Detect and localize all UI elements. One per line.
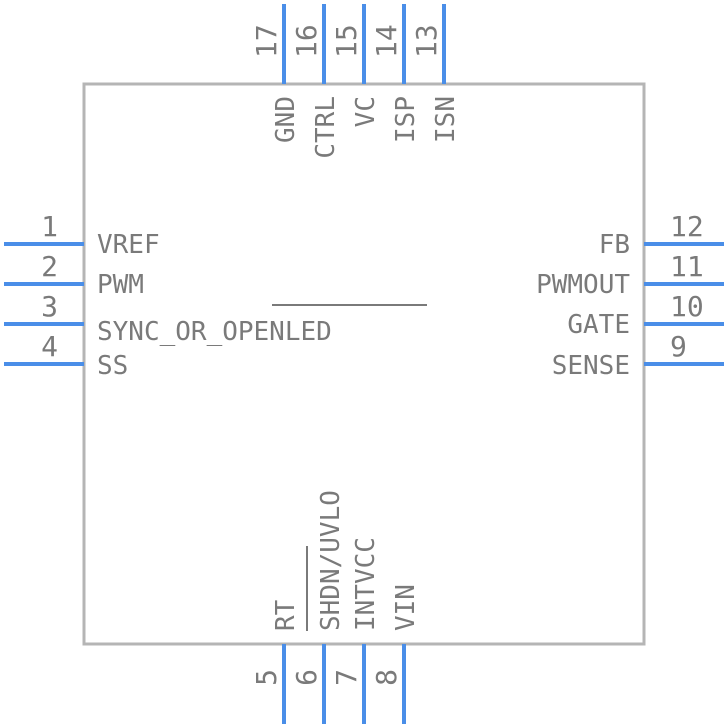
- pin-2-number: 2: [41, 250, 58, 283]
- pin-3-label: SYNC_OR_OPENLED: [97, 317, 332, 347]
- pin-6-number: 6: [290, 669, 323, 686]
- pin-16-label: CTRL: [311, 96, 341, 159]
- pin-2-label: PWM: [97, 270, 144, 300]
- pin-5-number: 5: [250, 669, 283, 686]
- pin-9-number: 9: [670, 330, 687, 363]
- pin-16-number: 16: [290, 24, 323, 58]
- pin-11-label: PWMOUT: [536, 270, 630, 300]
- pin-11-number: 11: [670, 250, 704, 283]
- pin-14-number: 14: [370, 24, 403, 58]
- pin-4-number: 4: [41, 330, 58, 363]
- pin-3-number: 3: [41, 290, 58, 323]
- pin-5-label: RT: [271, 599, 301, 631]
- pin-12-number: 12: [670, 210, 704, 243]
- chip-body: [82, 82, 646, 646]
- pin-17-label: GND: [271, 96, 301, 143]
- pin-4-label: SS: [97, 351, 128, 381]
- pin-8-number: 8: [370, 669, 403, 686]
- pin-14-label: ISP: [391, 96, 421, 143]
- pin-8-label: VIN: [391, 584, 421, 631]
- pin-6-label: SHDN/UVLO: [316, 490, 346, 631]
- pin-10-number: 10: [670, 290, 704, 323]
- pin-1-number: 1: [41, 210, 58, 243]
- pin-7-number: 7: [330, 669, 363, 686]
- pin-13-label: ISN: [431, 96, 461, 143]
- pin-12-label: FB: [599, 230, 630, 260]
- pin-1-label: VREF: [97, 230, 160, 260]
- pin-15-number: 15: [330, 24, 363, 58]
- pin-10-label: GATE: [567, 310, 630, 340]
- pin-9-label: SENSE: [552, 351, 630, 381]
- pin-17-number: 17: [250, 24, 283, 58]
- pin-15-label: VC: [351, 96, 381, 127]
- pin-7-label: INTVCC: [351, 537, 381, 631]
- pin-13-number: 13: [410, 24, 443, 58]
